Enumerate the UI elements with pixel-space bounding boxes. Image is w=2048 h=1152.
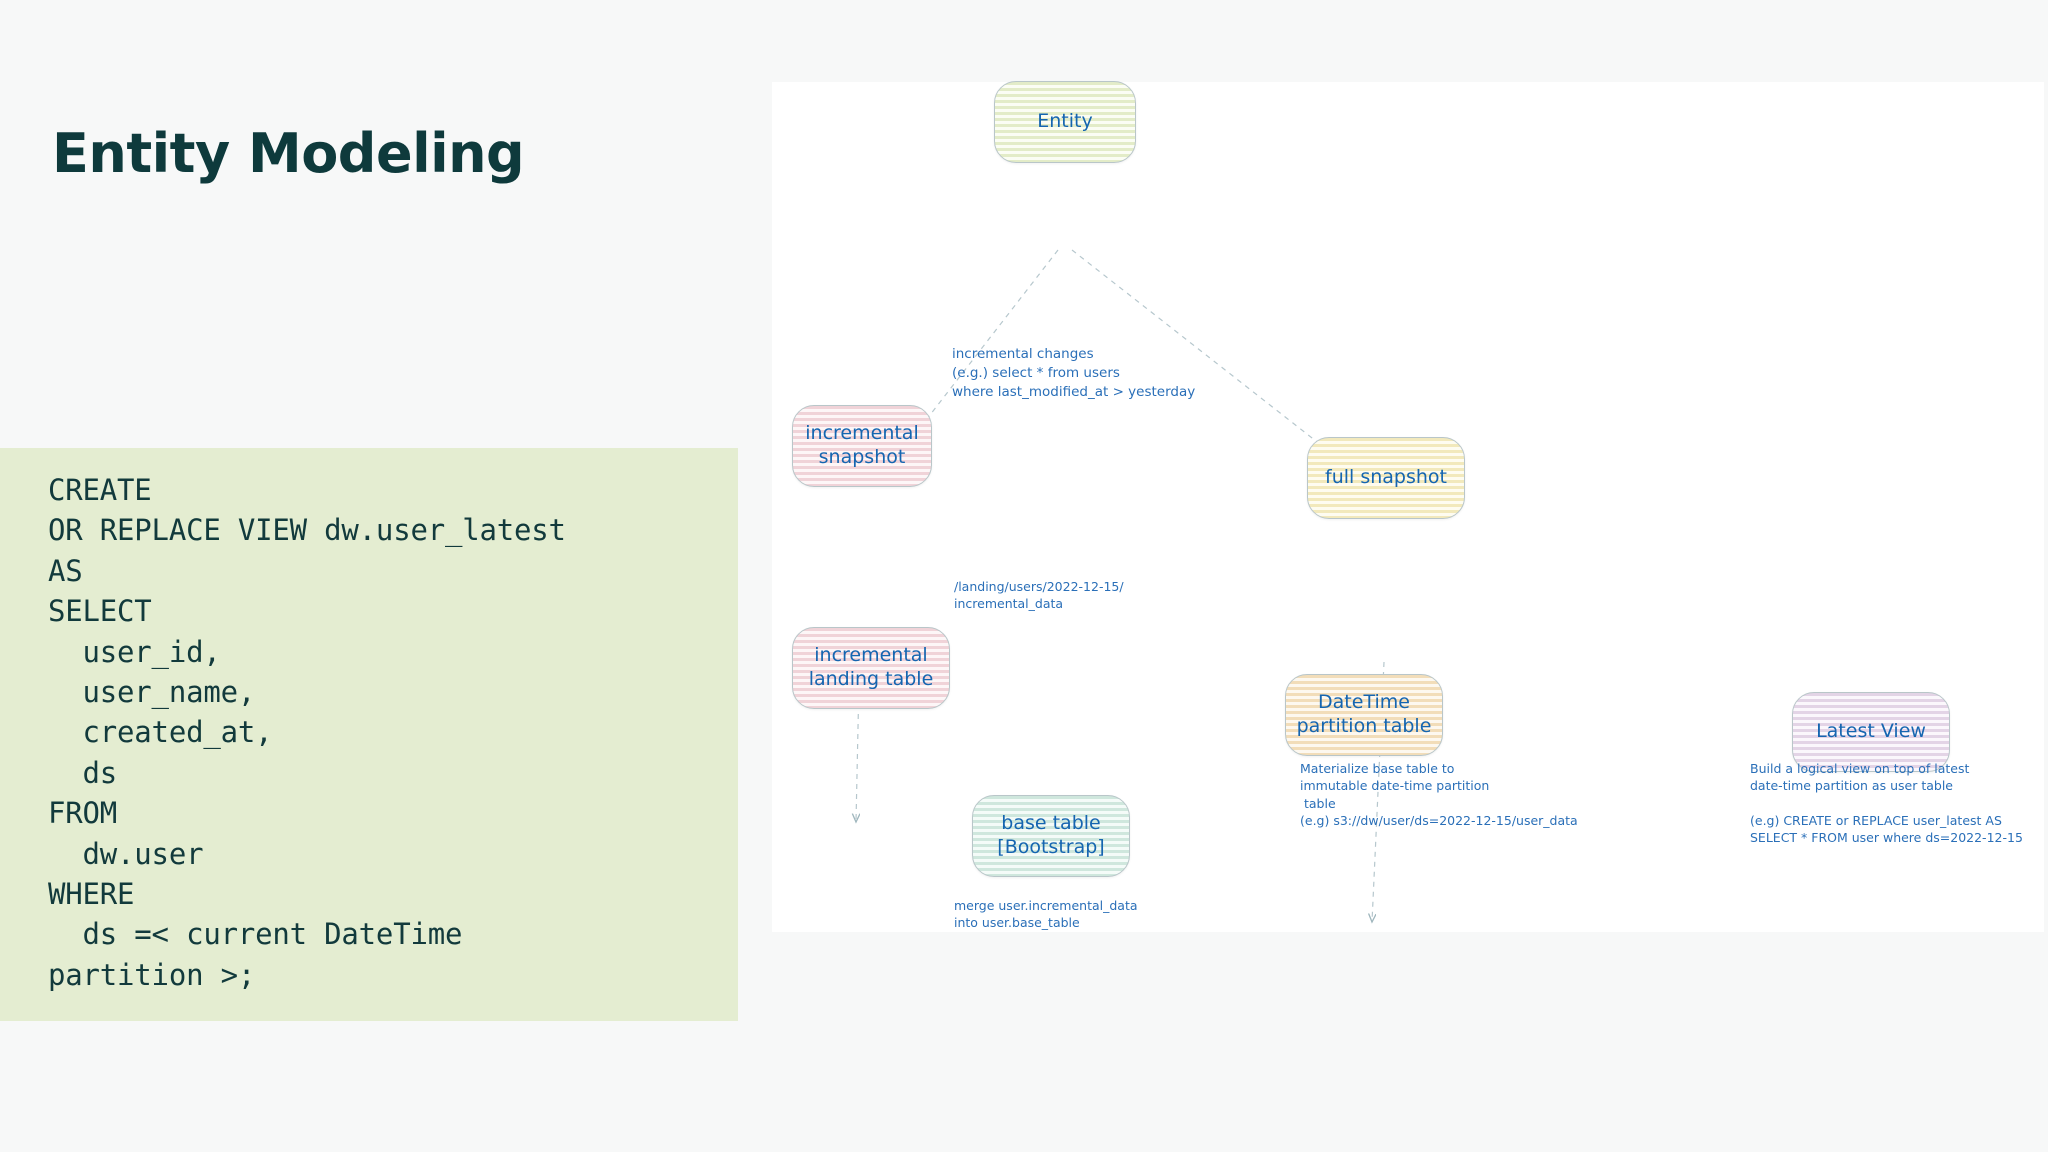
node-incremental-snapshot[interactable]: incremental snapshot [792,405,932,487]
annotation-landing-path: /landing/users/2022-12-15/ incremental_d… [954,579,1124,612]
node-entity[interactable]: Entity [994,81,1136,163]
entity-modeling-diagram: Entity incremental snapshot full snapsho… [772,81,2044,932]
node-base-table[interactable]: base table [Bootstrap] [972,795,1130,877]
node-incremental-snapshot-label: incremental snapshot [805,422,919,468]
annotation-merge-note: merge user.incremental_data into user.ba… [954,898,1138,931]
node-incremental-landing-table[interactable]: incremental landing table [792,627,950,709]
node-latest-view[interactable]: Latest View [1792,692,1950,772]
annotation-logical-view-note: Build a logical view on top of latest da… [1750,761,2023,845]
sql-code-block: CREATE OR REPLACE VIEW dw.user_latest AS… [0,448,738,1022]
annotation-materialize-note: Materialize base table to immutable date… [1300,761,1578,828]
node-full-snapshot[interactable]: full snapshot [1307,437,1465,519]
page-title: Entity Modeling [52,122,525,185]
annotation-incremental-changes: incremental changes (e.g.) select * from… [952,346,1196,401]
node-entity-label: Entity [1037,110,1093,133]
node-datetime-partition-table[interactable]: DateTime partition table [1285,674,1443,756]
node-incremental-landing-table-label: incremental landing table [808,644,934,690]
node-latest-view-label: Latest View [1816,720,1926,743]
node-base-table-label: base table [Bootstrap] [997,812,1105,858]
node-full-snapshot-label: full snapshot [1325,466,1447,489]
node-datetime-partition-table-label: DateTime partition table [1296,691,1432,737]
